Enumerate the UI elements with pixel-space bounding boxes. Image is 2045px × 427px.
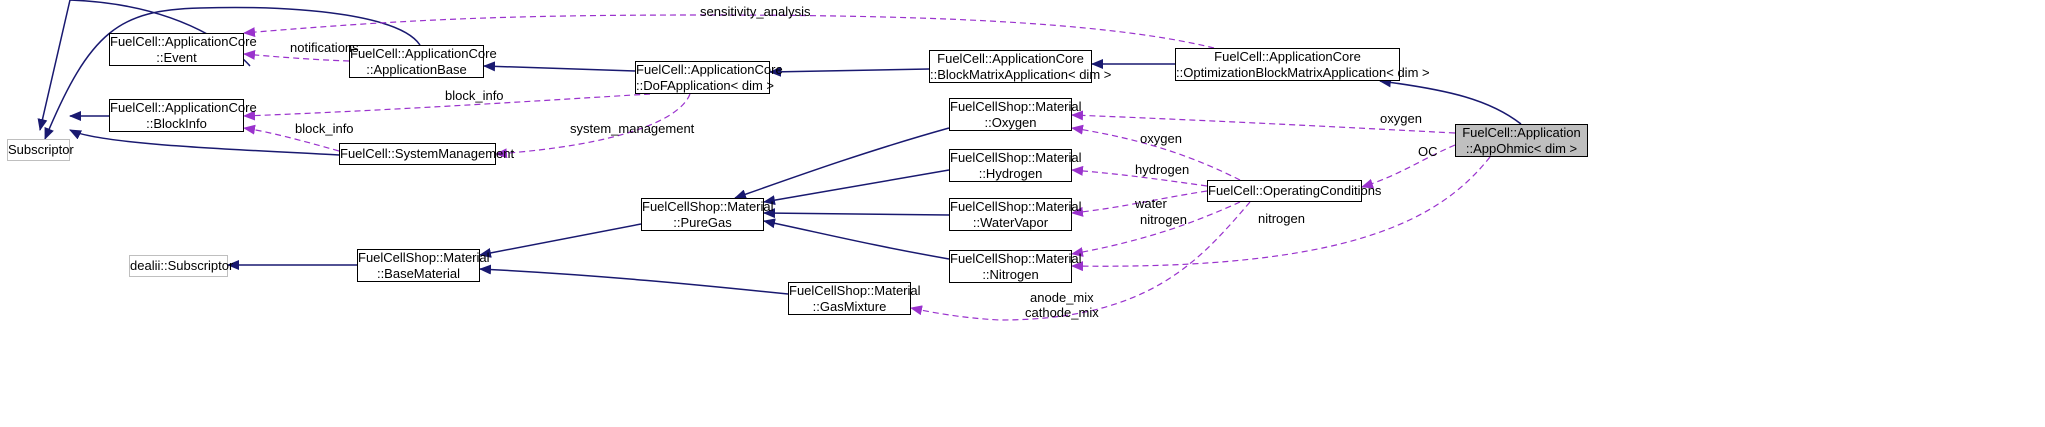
inheritance-edge [763,218,950,260]
class-name-line: FuelCellShop::Material [789,282,921,298]
edge-label: hydrogen [1135,162,1190,177]
class-name-line: ::BaseMaterial [376,265,461,281]
edge-label: OC [1418,144,1438,159]
class-name-line: FuelCellShop::Material [950,98,1082,114]
class-name-line: FuelCell::ApplicationCore [636,61,783,77]
class-node-opcond[interactable]: FuelCell::OperatingConditions [1207,180,1382,202]
inheritance-edge [1379,77,1522,125]
usage-edge [1071,124,1241,181]
class-node-gasmixture[interactable]: FuelCellShop::Material::GasMixture [788,282,921,315]
class-name-line: Subscriptor [8,142,74,157]
class-node-puregas[interactable]: FuelCellShop::Material::PureGas [641,198,774,231]
class-name-line: FuelCell::ApplicationCore [110,99,257,115]
class-name-line: FuelCell::ApplicationCore [1214,48,1361,64]
class-node-appbase[interactable]: FuelCell::ApplicationCore::ApplicationBa… [349,45,497,78]
edge-label: oxygen [1380,111,1422,126]
inheritance-edge [763,169,950,206]
inheritance-edge [763,208,950,219]
class-node-basematerial[interactable]: FuelCellShop::Material::BaseMaterial [357,249,490,282]
edge-label: nitrogen [1140,212,1187,227]
class-name-line: ::WaterVapor [972,214,1049,230]
usage-edge [1071,156,1491,272]
class-node-watervapor[interactable]: FuelCellShop::Material::WaterVapor [949,198,1082,231]
class-node-appohmic[interactable]: FuelCell::Application::AppOhmic< dim > [1455,124,1588,157]
class-name-line: ::Hydrogen [978,165,1043,181]
usage-edge [1071,165,1208,187]
class-name-line: ::Event [156,49,197,65]
class-node-dealiisub[interactable]: dealii::Subscriptor [129,255,234,277]
class-name-line: ::BlockInfo [146,115,207,131]
usage-edge [1071,190,1208,217]
class-name-line: FuelCellShop::Material [642,198,774,214]
class-name-line: FuelCellShop::Material [358,249,490,265]
class-name-line: FuelCell::Application [1462,124,1581,140]
class-name-line: ::OptimizationBlockMatrixApplication< di… [1176,64,1430,80]
edge-label: block_info [295,121,354,136]
class-node-blockmatrix[interactable]: FuelCell::ApplicationCore::BlockMatrixAp… [929,50,1112,83]
class-name-line: FuelCellShop::Material [950,250,1082,266]
class-name-line: FuelCell::SystemManagement [340,146,515,161]
usage-edge [495,93,691,159]
inheritance-edge [734,127,950,200]
class-name-line: ::AppOhmic< dim > [1465,140,1578,156]
class-name-line: FuelCellShop::Material [950,198,1082,214]
edge-label: notifications [290,40,359,55]
class-node-subscriptor[interactable]: Subscriptor [7,139,74,161]
usage-edge [243,49,350,62]
usage-edge [1071,201,1241,257]
class-name-line: FuelCell::ApplicationCore [110,33,257,49]
edge-label: block_info [445,88,504,103]
class-name-line: ::BlockMatrixApplication< dim > [930,66,1112,82]
usage-edge [243,14,1215,49]
inheritance-edge [69,129,340,156]
class-name-line: FuelCell::OperatingConditions [1208,183,1382,198]
class-name-line: ::DoFApplication< dim > [636,77,775,93]
inheritance-edge [769,66,930,77]
class-name-line: FuelCell::ApplicationCore [350,45,497,61]
inheritance-edge [37,0,251,131]
edge-label: sensitivity_analysis [700,4,811,19]
class-node-optblock[interactable]: FuelCell::ApplicationCore::OptimizationB… [1175,48,1430,81]
class-name-line: dealii::Subscriptor [130,258,234,273]
usage-edge [1361,144,1456,189]
edge-label: oxygen [1140,131,1182,146]
usage-edge [243,93,651,121]
class-node-event[interactable]: FuelCell::ApplicationCore::Event [109,33,257,66]
inheritance-edge [479,264,789,295]
usage-edge [1071,110,1456,134]
class-name-line: ::PureGas [673,214,732,230]
edge-label: system_management [570,121,695,136]
class-name-line: FuelCell::ApplicationCore [937,50,1084,66]
class-name-line: ::Nitrogen [982,266,1039,282]
edge-label: nitrogen [1258,211,1305,226]
usage-edge [910,201,1251,321]
usage-edge [243,124,340,152]
class-node-dofapp[interactable]: FuelCell::ApplicationCore::DoFApplicatio… [635,61,783,94]
class-node-blockinfo[interactable]: FuelCell::ApplicationCore::BlockInfo [109,99,257,132]
inheritance-edge [483,61,636,72]
class-name-line: ::GasMixture [812,298,887,314]
class-name-line: ::ApplicationBase [366,61,467,77]
edge-label: water [1135,196,1167,211]
class-name-line: FuelCellShop::Material [950,149,1082,165]
class-node-hydrogen[interactable]: FuelCellShop::Material::Hydrogen [949,149,1082,182]
class-node-sysmgmt[interactable]: FuelCell::SystemManagement [339,143,515,165]
inheritance-edge [479,223,642,258]
class-name-line: ::Oxygen [984,114,1037,130]
class-node-oxygen[interactable]: FuelCellShop::Material::Oxygen [949,98,1082,131]
class-node-nitrogen[interactable]: FuelCellShop::Material::Nitrogen [949,250,1082,283]
